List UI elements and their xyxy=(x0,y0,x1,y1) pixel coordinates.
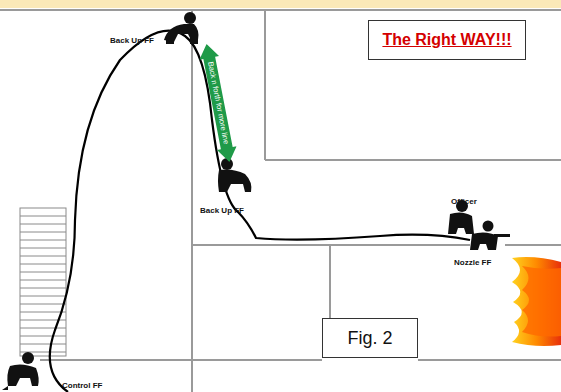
firefighters xyxy=(2,12,510,390)
caption-box: The Right WAY!!! xyxy=(368,20,526,60)
box-text: The Right WAY!!! xyxy=(382,31,511,49)
role-label: Nozzle FF xyxy=(454,258,491,267)
role-label: Back Up FF xyxy=(200,206,244,215)
double-arrow: Back n forth for more line xyxy=(197,42,240,164)
role-label: Officer xyxy=(451,197,477,206)
role-label: Control FF xyxy=(62,381,102,390)
stairs xyxy=(20,208,66,356)
role-label: Back Up FF xyxy=(110,36,154,45)
walls xyxy=(0,10,561,392)
fire xyxy=(512,257,561,346)
watermark-band xyxy=(0,0,561,8)
caption-box: Fig. 2 xyxy=(322,318,418,358)
hose-line xyxy=(50,31,470,392)
box-text: Fig. 2 xyxy=(347,328,392,349)
stair-steps xyxy=(20,216,66,352)
